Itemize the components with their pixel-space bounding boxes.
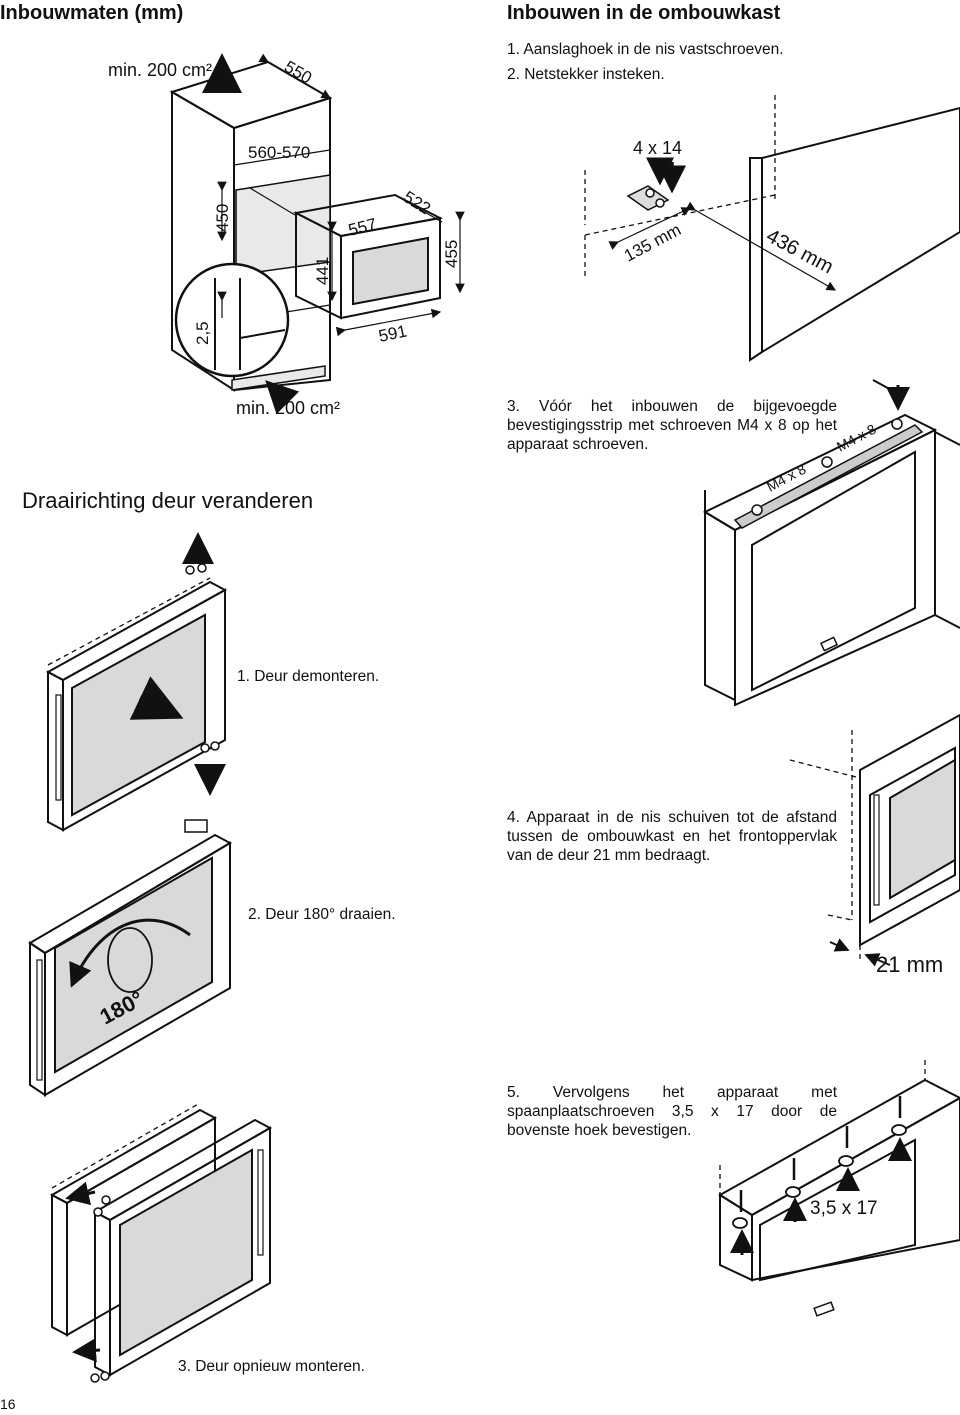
- left-heading: Inbouwmaten (mm): [0, 2, 184, 24]
- dim-557: 557: [346, 215, 378, 240]
- dim-550: 550: [281, 57, 315, 88]
- door-step-2: 2. Deur 180° draaien.: [248, 906, 396, 923]
- install-step-1: 1. Aanslaghoek in de nis vastschroeven.: [507, 41, 784, 58]
- dim-2-5: 2,5: [193, 321, 212, 345]
- dim-135mm: 135 mm: [621, 220, 684, 266]
- door-step-3: 3. Deur opnieuw monteren.: [178, 1358, 365, 1375]
- cabinet-dimension-figure: 550 560-570 450 522 557 441 455 591 2,5: [169, 53, 465, 415]
- dim-591: 591: [377, 321, 409, 345]
- install-step-2: 2. Netstekker insteken.: [507, 66, 665, 83]
- dim-560-570: 560-570: [248, 143, 310, 162]
- dim-455: 455: [442, 240, 461, 268]
- mounting-strip-figure: M4 x 8 M4 x 8: [702, 379, 960, 707]
- gap-21mm-figure: [789, 713, 960, 967]
- right-heading: Inbouwen in de ombouwkast: [507, 2, 781, 24]
- door-heading: Draairichting deur veranderen: [22, 488, 314, 513]
- screw-fix-figure: [718, 1060, 960, 1317]
- install-step-3: 3. Vóór het inbouwen de bijgevoegde beve…: [507, 398, 837, 453]
- door-step-1: 1. Deur demonteren.: [237, 668, 380, 685]
- dim-450: 450: [213, 204, 232, 232]
- dim-522: 522: [400, 187, 434, 218]
- install-step-5: 5. Vervolgens het apparaat met spaanplaa…: [507, 1084, 837, 1139]
- niche-bracket-figure: 135 mm 436 mm: [584, 95, 960, 362]
- vent-top-label: min. 200 cm²: [108, 60, 213, 80]
- install-step-4: 4. Apparaat in de nis schuiven tot de af…: [507, 809, 837, 864]
- page-number: 16: [0, 1396, 16, 1412]
- door-demount-figure: [45, 532, 228, 832]
- door-rotate-figure: 180°: [28, 819, 233, 1097]
- screw-3-5x17-label: 3,5 x 17: [810, 1198, 878, 1219]
- door-remount-figure: [49, 1102, 273, 1383]
- dim-441: 441: [313, 257, 332, 285]
- screws-4x14-label: 4 x 14: [633, 138, 683, 158]
